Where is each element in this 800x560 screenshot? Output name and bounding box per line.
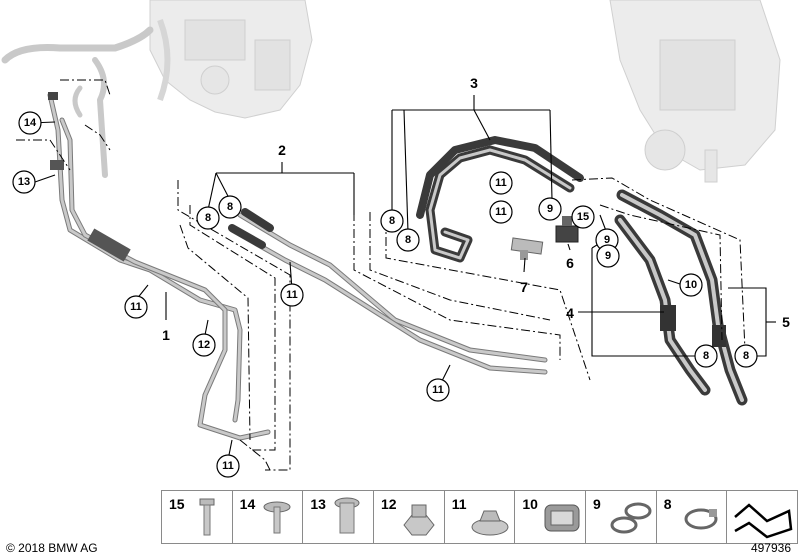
bolt-icon: [199, 498, 215, 536]
double-clamp-icon: [610, 502, 652, 534]
svg-text:11: 11: [495, 177, 507, 189]
svg-text:8: 8: [227, 201, 233, 213]
svg-text:8: 8: [389, 215, 395, 227]
legend-number: 13: [310, 496, 326, 512]
legend-number: 9: [593, 496, 601, 512]
heater-housing-ghost: [609, 0, 781, 183]
legend-number: 8: [663, 496, 672, 512]
label-part-5: 5: [782, 314, 790, 330]
callout-11: 11: [280, 283, 304, 307]
label-part-2: 2: [278, 142, 286, 158]
hose-3: [416, 136, 584, 263]
label-part-6: 6: [566, 255, 574, 271]
svg-text:8: 8: [405, 234, 411, 246]
label-part-1: 1: [162, 327, 170, 343]
hose-holder-icon: [544, 504, 580, 532]
callout-11: 11: [489, 171, 513, 195]
hose-clamp-icon: [684, 508, 718, 530]
legend-cell-15: 15: [162, 491, 233, 543]
svg-text:8: 8: [743, 350, 749, 362]
svg-text:8: 8: [205, 212, 211, 224]
callout-9: 9: [596, 244, 620, 268]
svg-text:9: 9: [604, 234, 610, 246]
callout-8: 8: [396, 228, 420, 252]
upper-left-pipe-ghost: [1, 26, 154, 178]
legend-number: 14: [239, 496, 256, 512]
coolant-line-2: [228, 208, 548, 375]
leader-lines: [29, 95, 776, 461]
svg-text:8: 8: [703, 350, 709, 362]
svg-text:11: 11: [495, 206, 507, 218]
callout-8: 8: [218, 195, 242, 219]
svg-text:11: 11: [130, 301, 142, 313]
assembly-boundaries: [16, 79, 746, 471]
legend-number: 10: [522, 496, 538, 512]
gasket-shape-icon: [734, 503, 793, 539]
callout-10: 10: [679, 273, 703, 297]
label-part-3: 3: [470, 75, 478, 91]
svg-text:11: 11: [286, 289, 298, 301]
engine-ghost: [149, 0, 313, 119]
coolant-line-1: [47, 92, 271, 441]
callout-11: 11: [426, 378, 450, 402]
svg-text:11: 11: [222, 460, 234, 472]
hex-nut-icon: [403, 504, 435, 536]
rivet-nut-icon: [334, 497, 360, 534]
legend-cell-12: 12: [374, 491, 445, 543]
callout-11: 11: [216, 454, 240, 478]
svg-text:12: 12: [198, 339, 210, 351]
callout-15: 15: [571, 205, 595, 229]
copyright-text: © 2018 BMW AG: [6, 541, 98, 555]
svg-text:11: 11: [432, 384, 444, 396]
legend-cell-8: 8: [657, 491, 728, 543]
legend-number: 11: [451, 496, 467, 512]
holder-7: [510, 237, 544, 260]
legend-number: 12: [381, 496, 397, 512]
callout-8: 8: [380, 209, 404, 233]
hose-4: [614, 214, 711, 396]
callout-8: 8: [694, 344, 718, 368]
svg-text:10: 10: [685, 279, 697, 291]
holder-6: [555, 216, 579, 243]
label-part-4: 4: [566, 305, 574, 321]
svg-text:14: 14: [24, 117, 37, 129]
svg-text:13: 13: [18, 176, 30, 188]
callout-8: 8: [734, 344, 758, 368]
legend-cell-13: 13: [303, 491, 375, 543]
callout-14: 14: [18, 111, 42, 135]
callout-9: 9: [538, 197, 562, 221]
hose-5: [616, 189, 748, 406]
svg-text:9: 9: [605, 250, 611, 262]
legend-cell-gasket: [727, 491, 797, 543]
callout-8: 8: [196, 206, 220, 230]
callout-13: 13: [12, 170, 36, 194]
washer-screw-icon: [263, 501, 291, 534]
document-number: 497936: [750, 541, 791, 555]
callout-11: 11: [489, 200, 513, 224]
legend-cell-11: 11: [445, 491, 516, 543]
legend-cell-14: 14: [233, 491, 304, 543]
callout-12: 12: [192, 333, 216, 357]
small-parts-legend: 15 14 13 12 11 10: [161, 490, 798, 544]
callout-11: 11: [124, 295, 148, 319]
legend-number: 15: [169, 496, 185, 512]
svg-text:9: 9: [547, 203, 553, 215]
svg-text:15: 15: [577, 211, 589, 223]
legend-cell-10: 10: [515, 491, 587, 543]
label-part-7: 7: [520, 279, 528, 295]
legend-cell-9: 9: [586, 491, 657, 543]
flange-nut-icon: [471, 510, 509, 536]
